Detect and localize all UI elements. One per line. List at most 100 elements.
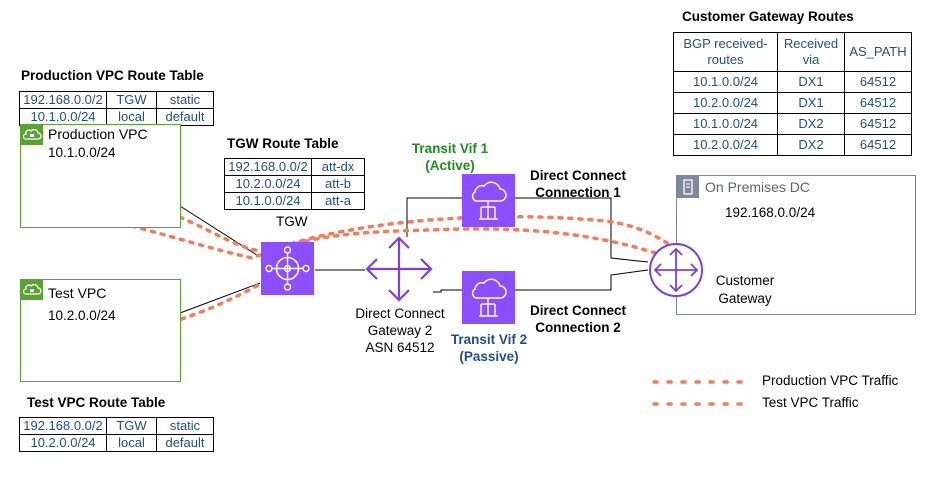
transit-vif-1-state: (Active): [425, 158, 475, 173]
customer-gateway-line2: Gateway: [718, 291, 772, 306]
legend-label: Production VPC Traffic: [762, 373, 899, 388]
table-row: 192.168.0.0/2 att-dx: [224, 158, 365, 176]
production-vpc-name: Production VPC: [48, 126, 148, 142]
test-vpc-box: Test VPC 10.2.0.0/24: [20, 279, 181, 382]
table-row: 10.2.0.0/24 DX1 64512: [673, 92, 912, 114]
production-route-table: 192.168.0.0/2 TGW static 10.1.0.0/24 loc…: [19, 91, 214, 126]
test-vpc-cidr: 10.2.0.0/24: [48, 308, 116, 323]
table-row: 10.2.0.0/24 DX2 64512: [673, 134, 912, 156]
dx-gateway-line2: Gateway 2: [367, 323, 433, 338]
table-cell: 10.2.0.0/24: [673, 134, 778, 156]
transit-vif-1-label: Transit Vif 1 (Active): [395, 140, 505, 174]
tgw-route-table-title: TGW Route Table: [227, 136, 339, 151]
table-cell: local: [106, 434, 157, 452]
transit-vif-2-state: (Passive): [459, 349, 519, 364]
test-route-table: 192.168.0.0/2 TGW static 10.2.0.0/24 loc…: [19, 417, 214, 452]
table-row: 10.2.0.0/24 local default: [19, 434, 214, 452]
dotted-line-swatch: [652, 380, 752, 384]
table-cell: DX1: [777, 71, 845, 93]
table-header-row: BGP received- routes Received via AS_PAT…: [673, 32, 912, 72]
direct-connect-gateway-icon: [365, 236, 433, 302]
dx-gateway-line1: Direct Connect: [355, 306, 445, 321]
on-premises-title: On Premises DC: [705, 179, 811, 195]
transit-vif-1-name: Transit Vif 1: [411, 141, 489, 156]
dx-connection-1-line2: Connection 1: [535, 185, 621, 200]
table-cell: static: [156, 417, 214, 435]
server-icon: [677, 176, 699, 198]
table-cell: local: [106, 108, 157, 126]
customer-gateway-line1: Customer: [715, 273, 775, 288]
table-cell: 10.1.0.0/24: [673, 113, 778, 135]
cloud-lock-icon: [21, 280, 43, 300]
table-cell: TGW: [106, 417, 157, 435]
tgw-label: TGW: [276, 214, 308, 229]
table-cell: 64512: [844, 92, 912, 114]
legend-item-test: Test VPC Traffic: [652, 394, 941, 414]
dx-gateway-asn: ASN 64512: [365, 340, 435, 355]
table-cell: 10.1.0.0/24: [224, 192, 312, 210]
table-cell: att-b: [311, 175, 365, 193]
table-cell: 10.2.0.0/24: [224, 175, 312, 193]
table-cell: 10.2.0.0/24: [19, 434, 107, 452]
table-row: 10.1.0.0/24 att-a: [224, 192, 365, 210]
transit-gateway-icon: [261, 242, 314, 295]
dx-connection-2-line2: Connection 2: [535, 320, 621, 335]
table-row: 10.1.0.0/24 DX2 64512: [673, 113, 912, 135]
table-cell: TGW: [106, 91, 157, 109]
table-cell: 64512: [844, 71, 912, 93]
table-cell: 10.1.0.0/24: [673, 71, 778, 93]
table-cell: att-dx: [311, 158, 365, 176]
customer-gateway-routes-title: Customer Gateway Routes: [682, 9, 854, 24]
table-cell: 192.168.0.0/2: [19, 91, 107, 109]
table-header: AS_PATH: [844, 32, 912, 72]
header-line: via: [802, 52, 820, 67]
dx-connection-2-label: Direct Connect Connection 2: [518, 302, 638, 336]
dx-gateway-label: Direct Connect Gateway 2 ASN 64512: [335, 305, 465, 356]
table-cell: DX1: [777, 92, 845, 114]
table-cell: att-a: [311, 192, 365, 210]
dotted-line-swatch: [652, 402, 752, 406]
table-cell: default: [156, 108, 214, 126]
test-route-table-title: Test VPC Route Table: [27, 395, 166, 410]
dx-connection-2-line1: Direct Connect: [529, 303, 627, 318]
table-cell: default: [156, 434, 214, 452]
cloud-router-icon: [462, 174, 515, 227]
customer-gateway-label: Customer Gateway: [705, 272, 785, 308]
table-row: 10.2.0.0/24 att-b: [224, 175, 365, 193]
legend-item-production: Production VPC Traffic: [652, 372, 941, 392]
header-line: BGP received-: [683, 36, 768, 51]
router-icon: [647, 241, 705, 299]
cloud-router-icon: [462, 271, 515, 324]
on-premises-cidr: 192.168.0.0/24: [725, 205, 816, 220]
tgw-route-table: 192.168.0.0/2 att-dx 10.2.0.0/24 att-b 1…: [224, 158, 365, 210]
table-cell: DX2: [777, 134, 845, 156]
header-line: routes: [707, 52, 744, 67]
production-route-table-title: Production VPC Route Table: [21, 68, 204, 83]
header-line: Received: [783, 36, 839, 51]
production-vpc-box: Production VPC 10.1.0.0/24: [20, 124, 181, 228]
table-cell: 64512: [844, 113, 912, 135]
table-cell: DX2: [777, 113, 845, 135]
table-cell: 64512: [844, 134, 912, 156]
table-header: BGP received- routes: [673, 32, 778, 72]
test-vpc-name: Test VPC: [48, 285, 107, 301]
table-row: 192.168.0.0/2 TGW static: [19, 417, 214, 435]
transit-vif-2-name: Transit Vif 2: [450, 332, 528, 347]
dx-connection-1-label: Direct Connect Connection 1: [518, 167, 638, 201]
table-row: 10.1.0.0/24 DX1 64512: [673, 71, 912, 93]
legend-label: Test VPC Traffic: [762, 395, 859, 410]
customer-gateway-routes-table: BGP received- routes Received via AS_PAT…: [673, 32, 912, 156]
table-cell: 192.168.0.0/2: [224, 158, 312, 176]
cloud-lock-icon: [21, 125, 43, 145]
transit-vif-2-label: Transit Vif 2 (Passive): [434, 331, 544, 365]
table-header: Received via: [777, 32, 845, 72]
table-row: 192.168.0.0/2 TGW static: [19, 91, 214, 109]
on-premises-dc-box: On Premises DC 192.168.0.0/24 Customer G…: [676, 175, 916, 315]
table-cell: 10.2.0.0/24: [673, 92, 778, 114]
table-cell: 192.168.0.0/2: [19, 417, 107, 435]
table-cell: static: [156, 91, 214, 109]
table-row: 10.1.0.0/24 local default: [19, 108, 214, 126]
production-vpc-cidr: 10.1.0.0/24: [48, 145, 116, 160]
dx-connection-1-line1: Direct Connect: [529, 168, 627, 183]
